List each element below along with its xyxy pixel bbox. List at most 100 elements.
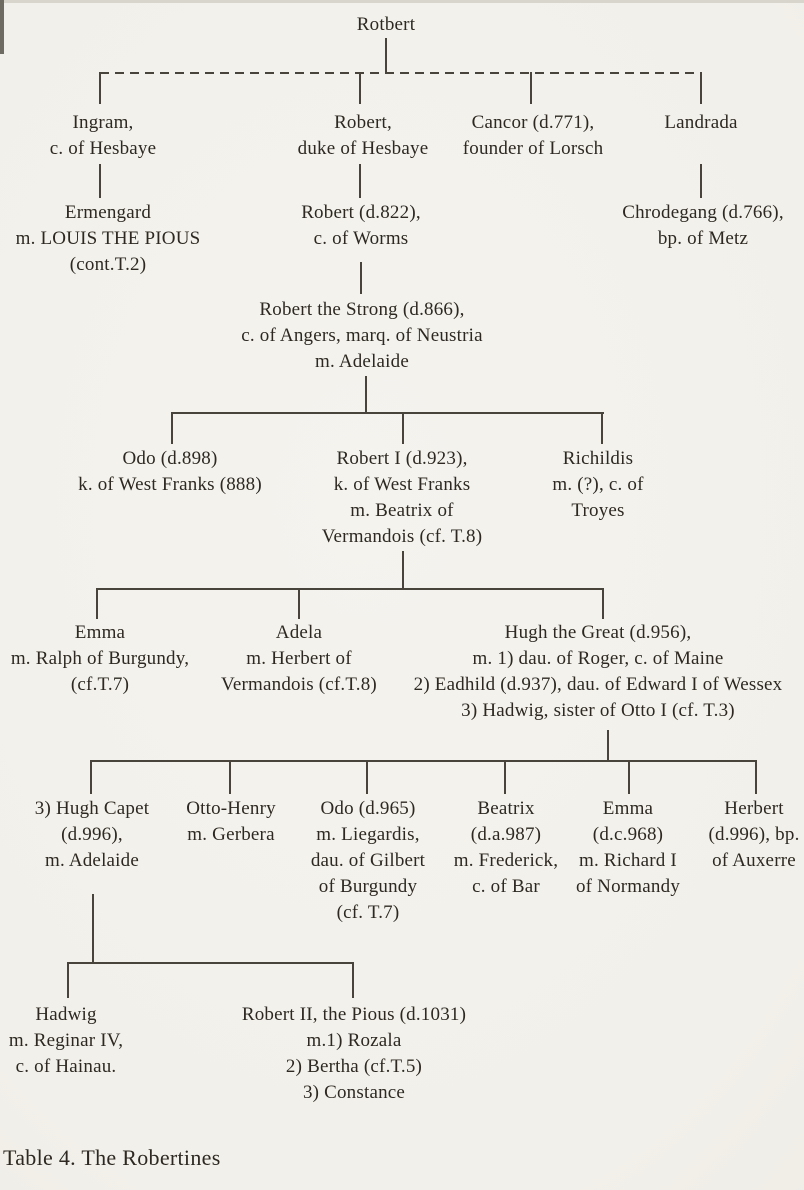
person-line: Richildis (562, 448, 634, 469)
sibling-bar-gen5 (171, 412, 604, 414)
person-node-chrodegang: Chrodegang (d.766), bp. of Metz (622, 200, 784, 252)
person-line: Odo (d.898) (122, 448, 218, 469)
connector-drop-odo965 (366, 760, 368, 794)
connector-drop-roberti (402, 412, 404, 444)
connector-drop-robert-ii (352, 962, 354, 998)
connector-drop-richildis (601, 412, 603, 444)
person-node-hugh-capet: 3) Hugh Capet(d.996),m. Adelaide (35, 796, 149, 874)
connector-drop-hadwig (67, 962, 69, 998)
person-node-beatrix: Beatrix(d.a.987)m. Frederick,c. of Bar (454, 796, 558, 900)
connector-hughcapet-down (92, 894, 94, 963)
person-node-robert-strong: Robert the Strong (d.866),c. of Angers, … (241, 297, 483, 375)
person-line: dau. of Gilbert (310, 850, 426, 871)
person-line: duke of Hesbaye (297, 138, 429, 159)
connector-drop-robert-duke (359, 72, 361, 104)
person-line: (d.c.968) (592, 824, 664, 845)
person-line: Robert (d.822), (301, 202, 421, 223)
person-line: (d.a.987) (470, 824, 542, 845)
person-node-hadwig: Hadwig m. Reginar IV, c. of Hainau. (9, 1002, 123, 1080)
connector-rotbert-down (385, 38, 387, 72)
connector-hughgreat-down (607, 730, 609, 761)
person-line: c. of Worms (313, 228, 409, 249)
person-node-cancor: Cancor (d.771), founder of Lorsch (463, 110, 604, 162)
scan-edge-corner (0, 0, 4, 54)
person-line: Emma (74, 622, 126, 643)
person-node-otto-henry: Otto-Henry m. Gerbera (186, 796, 276, 848)
person-line: founder of Lorsch (462, 138, 604, 159)
sibling-bar-gen6 (97, 588, 604, 590)
person-line: of Auxerre (712, 850, 796, 871)
person-line: m. Reginar IV, (8, 1030, 124, 1051)
person-line: 2) Eadhild (d.937), dau. of Edward I of … (413, 674, 783, 695)
person-node-landrada: Landrada (664, 110, 737, 136)
connector-drop-emma-normandy (628, 760, 630, 794)
connector-drop-landrada (700, 72, 702, 104)
person-node-rotbert: Rotbert (357, 12, 415, 38)
sibling-bar-gen7 (91, 760, 757, 762)
connector-drop-hugh-capet (90, 760, 92, 794)
person-line: m. LOUIS THE PIOUS (15, 228, 201, 249)
connector-robertduke-robert822 (359, 164, 361, 198)
person-line: Chrodegang (d.766), (622, 202, 784, 223)
connector-drop-cancor (530, 72, 532, 104)
person-line: m.1) Rozala (306, 1030, 402, 1051)
person-line: Ingram, (72, 112, 134, 133)
person-line: Ermengard (64, 202, 152, 223)
connector-landrada-chrodegang (700, 164, 702, 198)
person-line: bp. of Metz (657, 228, 749, 249)
person-line: Cancor (d.771), (471, 112, 595, 133)
table-caption: Table 4. The Robertines (3, 1145, 221, 1170)
person-line: m. Gerbera (187, 824, 275, 845)
person-line: m. Beatrix of (350, 500, 454, 521)
person-node-robert-ii: Robert II, the Pious (d.1031) m.1) Rozala… (242, 1002, 466, 1106)
person-line: c. of Bar (472, 876, 540, 897)
connector-drop-odo898 (171, 412, 173, 444)
connector-drop-ingram (99, 72, 101, 104)
person-node-odo-898: Odo (d.898)k. of West Franks (888) (78, 446, 262, 498)
person-line: Emma (602, 798, 654, 819)
person-line: Herbert (724, 798, 784, 819)
person-line: k. of West Franks (333, 474, 471, 495)
person-node-hugh-great: Hugh the Great (d.956),m. 1) dau. of Rog… (414, 620, 783, 724)
person-line: m. Adelaide (44, 850, 139, 871)
connector-drop-hugh-great (602, 588, 604, 619)
person-line: Hadwig (35, 1004, 97, 1025)
person-line: Robert I (d.923), (336, 448, 468, 469)
connector-drop-herbert (755, 760, 757, 794)
person-line: Robert II, the Pious (d.1031) (241, 1004, 467, 1025)
connector-roberti-down (402, 551, 404, 589)
connector-drop-emma-burgundy (96, 588, 98, 619)
person-node-robert-duke: Robert, duke of Hesbaye (298, 110, 429, 162)
person-node-herbert: Herbert(d.996), bp.of Auxerre (708, 796, 799, 874)
person-line: Adela (275, 622, 323, 643)
person-line: (cf. T.7) (336, 902, 400, 923)
person-line: Otto-Henry (186, 798, 276, 819)
person-line: 2) Bertha (cf.T.5) (285, 1056, 423, 1077)
person-line: c. of Hainau. (15, 1056, 117, 1077)
person-node-robert-822: Robert (d.822), c. of Worms (301, 200, 421, 252)
person-line: m. Herbert of (246, 648, 352, 669)
person-line: m. Ralph of Burgundy, (10, 648, 190, 669)
person-line: Landrada (664, 112, 738, 133)
person-line: Robert, (334, 112, 392, 133)
person-node-ingram: Ingram,c. of Hesbaye (50, 110, 157, 162)
connector-drop-otto-henry (229, 760, 231, 794)
person-node-ermengard: Ermengard m. LOUIS THE PIOUS (cont.T.2) (16, 200, 201, 278)
person-line: Troyes (571, 500, 625, 521)
connector-ingram-ermengard (99, 164, 101, 198)
person-line: (cont.T.2) (69, 254, 147, 275)
person-line: of Burgundy (318, 876, 418, 897)
connector-robert822-robertstrong (360, 262, 362, 294)
person-line: (d.996), (61, 824, 123, 845)
person-line: m. 1) dau. of Roger, c. of Maine (472, 648, 724, 669)
person-line: Rotbert (356, 14, 416, 35)
person-line: of Normandy (575, 876, 681, 897)
connector-robertstrong-down (365, 376, 367, 413)
person-node-robert-i: Robert I (d.923), k. of West Franks m. Bea… (322, 446, 483, 550)
connector-drop-adela (298, 588, 300, 619)
person-line: m. Liegardis, (316, 824, 420, 845)
connector-drop-beatrix (504, 760, 506, 794)
